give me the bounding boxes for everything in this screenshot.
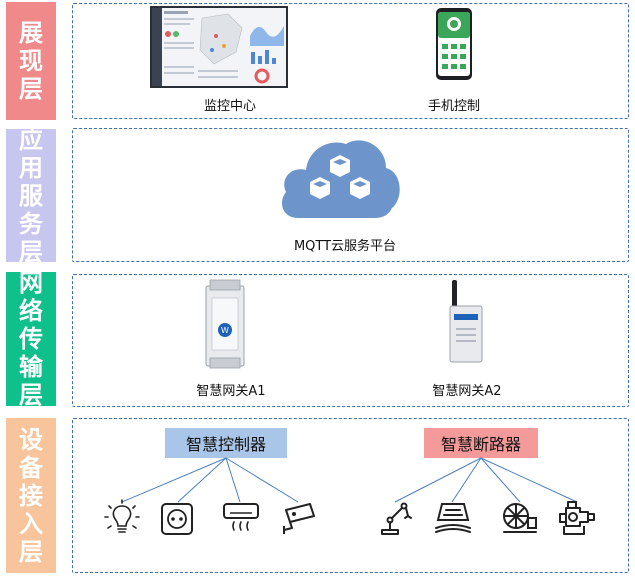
camera-icon bbox=[283, 503, 315, 534]
line-controller-bulb bbox=[121, 457, 227, 503]
monitor-dashboard-image bbox=[150, 6, 288, 88]
device-panel bbox=[72, 418, 629, 573]
application-panel bbox=[72, 128, 629, 262]
line-breaker-conveyor bbox=[451, 457, 482, 503]
network-panel bbox=[72, 274, 629, 407]
socket-icon bbox=[161, 503, 193, 535]
svg-text:W: W bbox=[221, 326, 229, 335]
antenna-gateway-image bbox=[449, 280, 483, 363]
pump-icon bbox=[559, 501, 595, 535]
smart-breaker-box: 智慧断路器 bbox=[424, 428, 538, 458]
air-conditioner-icon bbox=[223, 503, 259, 531]
layer-label-network: 网络传输层 bbox=[6, 269, 56, 409]
line-controller-camera bbox=[225, 457, 299, 503]
gateway-a2-caption: 智慧网关A2 bbox=[432, 384, 502, 399]
line-controller-ac bbox=[225, 457, 241, 503]
line-breaker-robot bbox=[394, 457, 482, 503]
layer-label-presentation: 展现层 bbox=[6, 2, 56, 120]
line-breaker-pump bbox=[480, 457, 578, 503]
layer-label-device: 设备接入层 bbox=[6, 418, 56, 573]
line-breaker-fan bbox=[480, 457, 521, 503]
layer-label-application: 应用服务层 bbox=[6, 125, 56, 265]
conveyor-icon bbox=[435, 503, 471, 533]
mqtt-cloud-caption: MQTT云服务平台 bbox=[293, 239, 397, 254]
line-controller-socket bbox=[177, 457, 227, 503]
gateway-a1-caption: 智慧网关A1 bbox=[196, 384, 266, 399]
fan-motor-icon bbox=[503, 503, 537, 533]
phone-app-image bbox=[436, 8, 472, 80]
monitor-center-caption: 监控中心 bbox=[203, 99, 256, 114]
mobile-control-caption: 手机控制 bbox=[427, 99, 480, 114]
smart-controller-box: 智慧控制器 bbox=[165, 428, 287, 458]
presentation-panel bbox=[72, 3, 629, 119]
din-rail-gateway-image: W bbox=[205, 279, 245, 369]
cloud-cubes-icon bbox=[282, 140, 400, 218]
robot-arm-icon bbox=[381, 502, 412, 535]
bulb-icon bbox=[104, 499, 140, 533]
